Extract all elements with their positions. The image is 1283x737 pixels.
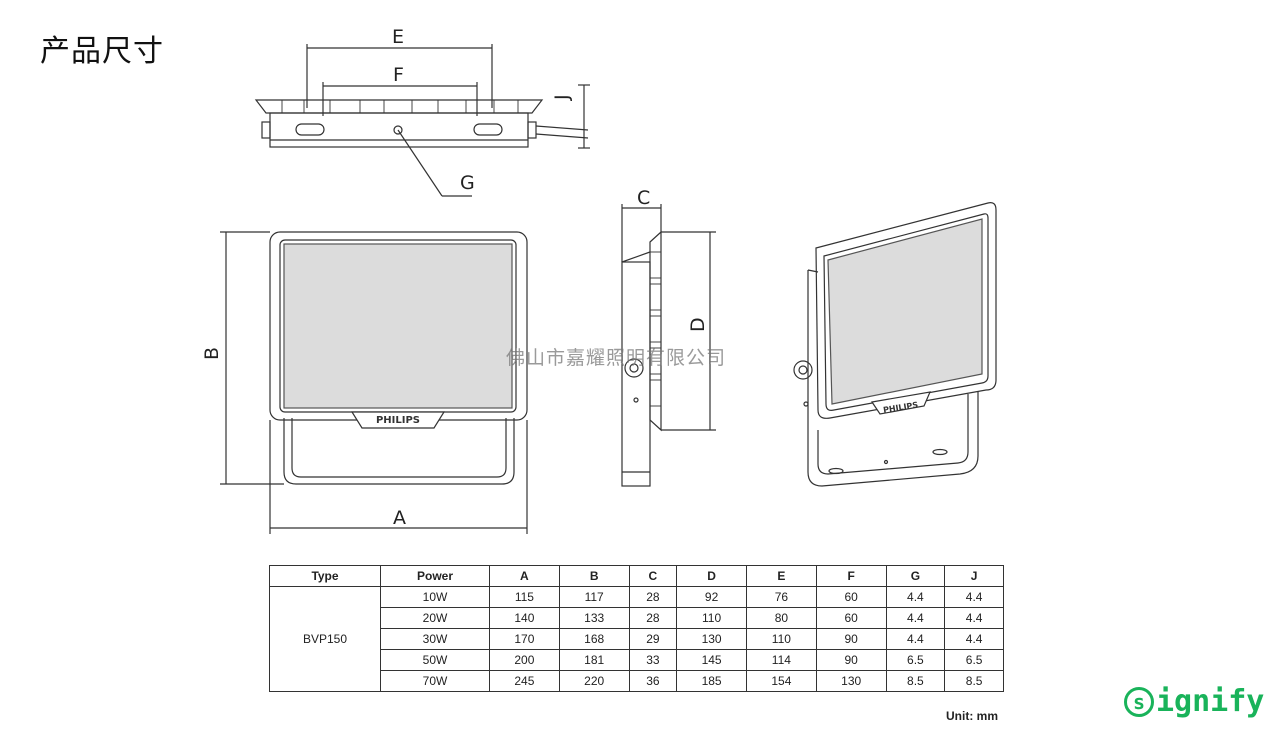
philips-logo: PHILIPS bbox=[376, 415, 420, 426]
header-a: A bbox=[489, 565, 560, 587]
unit-note: Unit: mm bbox=[946, 709, 998, 723]
table-cell: 30W bbox=[380, 628, 490, 650]
type-cell: BVP150 bbox=[269, 586, 381, 692]
header-type: Type bbox=[269, 565, 381, 587]
top-view bbox=[254, 44, 590, 197]
signify-wordmark: ignify bbox=[1156, 684, 1265, 719]
dim-label-b: B bbox=[201, 347, 223, 360]
table-cell: 220 bbox=[558, 670, 630, 692]
watermark: 佛山市嘉耀照明有限公司 bbox=[506, 347, 727, 369]
table-cell: 130 bbox=[815, 670, 887, 692]
table-cell: 130 bbox=[676, 628, 747, 650]
perspective-view bbox=[793, 202, 997, 487]
table-cell: 245 bbox=[489, 670, 560, 692]
header-j: J bbox=[944, 565, 1004, 587]
table-cell: 76 bbox=[745, 586, 817, 608]
table-cell: 8.5 bbox=[944, 670, 1004, 692]
table-cell: 80 bbox=[745, 607, 817, 629]
table-cell: 92 bbox=[676, 586, 747, 608]
dim-label-g: G bbox=[460, 172, 475, 194]
table-cell: 117 bbox=[558, 586, 630, 608]
table-cell: 50W bbox=[380, 649, 490, 671]
table-cell: 154 bbox=[745, 670, 817, 692]
table-cell: 60 bbox=[815, 607, 887, 629]
table-cell: 28 bbox=[628, 607, 678, 629]
table-cell: 110 bbox=[676, 607, 747, 629]
dim-label-f: F bbox=[393, 64, 404, 86]
signify-logo: s ignify bbox=[1124, 684, 1264, 719]
table-cell: 4.4 bbox=[885, 607, 946, 629]
dim-label-j: J bbox=[551, 94, 573, 101]
table-cell: 114 bbox=[745, 649, 817, 671]
front-view bbox=[220, 231, 528, 534]
table-cell: 4.4 bbox=[885, 586, 946, 608]
side-view bbox=[621, 204, 716, 487]
table-cell: 4.4 bbox=[944, 607, 1004, 629]
header-g: G bbox=[885, 565, 946, 587]
header-b: B bbox=[558, 565, 630, 587]
dim-label-d: D bbox=[687, 317, 709, 332]
table-cell: 60 bbox=[815, 586, 887, 608]
table-cell: 33 bbox=[628, 649, 678, 671]
table-cell: 200 bbox=[489, 649, 560, 671]
technical-drawing: PHILIPS PHILIPS E F J G C D B A bbox=[201, 26, 997, 534]
dim-label-a: A bbox=[393, 507, 406, 529]
table-cell: 140 bbox=[489, 607, 560, 629]
signify-mark-icon: s bbox=[1124, 686, 1154, 717]
header-e: E bbox=[745, 565, 817, 587]
table-cell: 28 bbox=[628, 586, 678, 608]
header-power: Power bbox=[380, 565, 490, 587]
table-cell: 185 bbox=[676, 670, 747, 692]
table-cell: 10W bbox=[380, 586, 490, 608]
table-cell: 4.4 bbox=[944, 628, 1004, 650]
header-f: F bbox=[815, 565, 887, 587]
table-cell: 70W bbox=[380, 670, 490, 692]
table-cell: 6.5 bbox=[885, 649, 946, 671]
table-cell: 170 bbox=[489, 628, 560, 650]
header-d: D bbox=[676, 565, 747, 587]
header-c: C bbox=[628, 565, 678, 587]
table-cell: 36 bbox=[628, 670, 678, 692]
dim-label-c: C bbox=[637, 187, 650, 209]
table-cell: 4.4 bbox=[885, 628, 946, 650]
table-cell: 181 bbox=[558, 649, 630, 671]
table-header-row: Type Power A B C D E F G J bbox=[269, 565, 1004, 587]
table-cell: 110 bbox=[745, 628, 817, 650]
table-cell: 90 bbox=[815, 628, 887, 650]
table-cell: 6.5 bbox=[944, 649, 1004, 671]
table-cell: 8.5 bbox=[885, 670, 946, 692]
table-cell: 4.4 bbox=[944, 586, 1004, 608]
page-title: 产品尺寸 bbox=[40, 34, 164, 69]
dim-label-e: E bbox=[392, 26, 404, 48]
table-cell: 133 bbox=[558, 607, 630, 629]
table-cell: 90 bbox=[815, 649, 887, 671]
table-cell: 115 bbox=[489, 586, 560, 608]
table-cell: 168 bbox=[558, 628, 630, 650]
table-cell: 20W bbox=[380, 607, 490, 629]
table-cell: 145 bbox=[676, 649, 747, 671]
table-cell: 29 bbox=[628, 628, 678, 650]
